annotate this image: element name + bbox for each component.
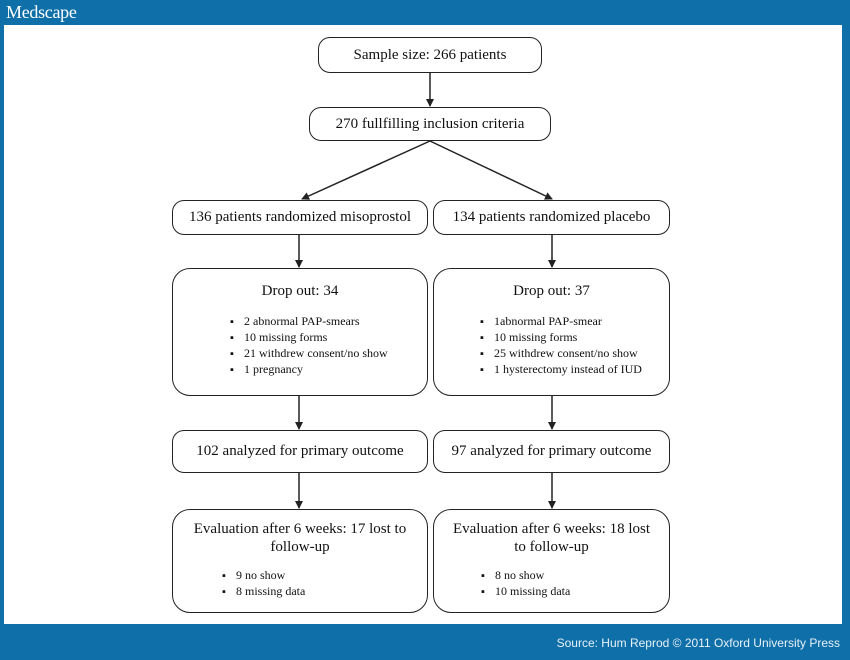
misoprostol-dropout-list: 2 abnormal PAP-smears 10 missing forms 2…: [230, 314, 427, 378]
list-item: 1 pregnancy: [230, 362, 427, 378]
misoprostol-evaluation-box: Evaluation after 6 weeks: 17 lost to fol…: [172, 509, 428, 613]
misoprostol-randomized-box: 136 patients randomized misoprostol: [172, 200, 428, 235]
inclusion-box: 270 fullfilling inclusion criteria: [309, 107, 551, 141]
placebo-evaluation-list: 8 no show 10 missing data: [481, 568, 669, 600]
placebo-dropout-box: Drop out: 37 1abnormal PAP-smear 10 miss…: [433, 268, 670, 396]
placebo-dropout-list: 1abnormal PAP-smear 10 missing forms 25 …: [480, 314, 669, 378]
arrow-inclusion-to-placebo: [429, 140, 553, 200]
list-item: 10 missing forms: [230, 330, 427, 346]
placebo-randomized-text: 134 patients randomized placebo: [452, 209, 651, 225]
misoprostol-dropout-title: Drop out: 34: [261, 283, 339, 299]
misoprostol-analyzed-box: 102 analyzed for primary outcome: [172, 430, 428, 473]
placebo-dropout-title: Drop out: 37: [513, 283, 590, 299]
arrow-inclusion-to-misoprostol: [301, 140, 431, 200]
source-credit: Source: Hum Reprod © 2011 Oxford Univers…: [556, 636, 840, 650]
list-item: 8 missing data: [222, 584, 427, 600]
list-item: 25 withdrew consent/no show: [480, 346, 669, 362]
list-item: 10 missing forms: [480, 330, 669, 346]
inclusion-text: 270 fullfilling inclusion criteria: [335, 115, 525, 132]
placebo-analyzed-text: 97 analyzed for primary outcome: [451, 443, 652, 459]
misoprostol-analyzed-text: 102 analyzed for primary outcome: [196, 443, 404, 459]
list-item: 1abnormal PAP-smear: [480, 314, 669, 330]
list-item: 2 abnormal PAP-smears: [230, 314, 427, 330]
medscape-logo[interactable]: Medscape: [6, 2, 77, 22]
sample-size-box: Sample size: 266 patients: [318, 37, 542, 73]
list-item: 8 no show: [481, 568, 669, 584]
sample-size-text: Sample size: 266 patients: [353, 46, 507, 63]
misoprostol-evaluation-title: Evaluation after 6 weeks: 17 lost to fol…: [193, 521, 407, 555]
placebo-analyzed-box: 97 analyzed for primary outcome: [433, 430, 670, 473]
header-bar: Medscape: [0, 0, 850, 25]
list-item: 21 withdrew consent/no show: [230, 346, 427, 362]
list-item: 9 no show: [222, 568, 427, 584]
placebo-evaluation-box: Evaluation after 6 weeks: 18 lost to fol…: [433, 509, 670, 613]
placebo-randomized-box: 134 patients randomized placebo: [433, 200, 670, 235]
footer-bar: Source: Hum Reprod © 2011 Oxford Univers…: [0, 624, 850, 660]
misoprostol-dropout-box: Drop out: 34 2 abnormal PAP-smears 10 mi…: [172, 268, 428, 396]
placebo-evaluation-title: Evaluation after 6 weeks: 18 lost to fol…: [452, 521, 651, 555]
list-item: 10 missing data: [481, 584, 669, 600]
list-item: 1 hysterectomy instead of IUD: [480, 362, 669, 378]
misoprostol-randomized-text: 136 patients randomized misoprostol: [188, 209, 412, 225]
misoprostol-evaluation-list: 9 no show 8 missing data: [222, 568, 427, 600]
